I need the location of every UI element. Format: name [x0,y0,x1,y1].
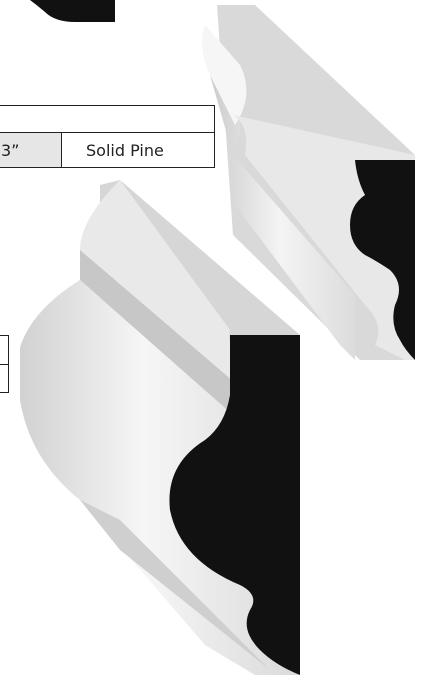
size-fragment: 3” [1,140,20,160]
moulding-profile-top-left-icon [0,0,130,30]
size-cell: 3” [0,132,62,168]
spec-table-left-fragment [0,335,10,395]
material-label: Solid Pine [86,140,164,160]
spec-table-header-cell [0,104,215,134]
material-cell: Solid Pine [61,132,215,168]
moulding-profile-large-icon [16,180,300,675]
moulding-profile-right-icon [195,5,420,360]
spec-table-top: 3” Solid Pine [0,104,218,169]
